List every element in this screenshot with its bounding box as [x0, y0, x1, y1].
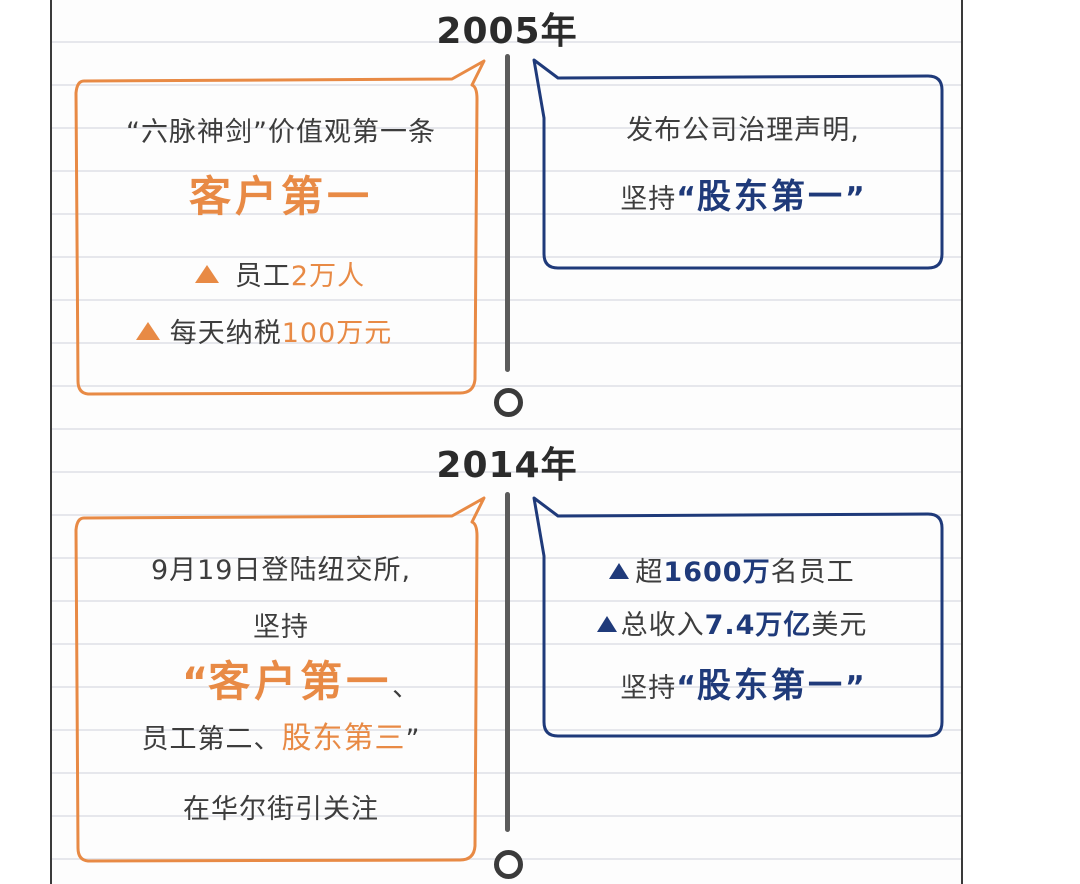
triangle-icon	[596, 616, 617, 632]
speech-bubble-2005-left	[74, 59, 486, 396]
total-revenue-row: 总收入7.4万亿美元	[526, 603, 938, 642]
insist-text: 坚持	[253, 612, 309, 643]
speech-bubble-2005-right	[532, 58, 944, 270]
shareholder-first-row: 坚持“股东第一”	[548, 658, 938, 707]
daily-tax-prefix: 每天纳税	[169, 318, 282, 349]
employee-second-row: 员工第二、股东第三”	[76, 713, 486, 757]
employee-second-text: 员工第二、	[141, 724, 282, 755]
open-quote: “	[181, 660, 209, 706]
daily-tax-row: 每天纳税100万元	[42, 311, 486, 350]
triangle-icon	[194, 265, 219, 283]
triangle-icon	[609, 563, 630, 579]
close-quote: ”	[845, 670, 866, 705]
ring-icon	[494, 850, 523, 879]
triangle-icon	[135, 322, 160, 340]
employee-count-row: 员工2万人	[74, 254, 486, 293]
close-quote: ”	[405, 724, 421, 755]
open-quote: “	[676, 181, 697, 216]
speech-bubble-2014-right	[532, 496, 944, 738]
insist-prefix: 坚持	[620, 673, 677, 704]
wall-street-attention-text: 在华尔街引关注	[183, 794, 379, 825]
shareholder-first-text: 股东第一	[697, 177, 845, 217]
year-2014-heading: 2014年	[436, 445, 578, 486]
text-2014-right: 超1600万名员工 总收入7.4万亿美元 坚持“股东第一”	[548, 550, 938, 707]
total-revenue-value: 7.4万亿	[704, 610, 812, 641]
employee-count-value: 2万人	[290, 261, 366, 292]
total-revenue-prefix: 总收入	[620, 610, 705, 641]
text-2014-left: 9月19日登陆纽交所, 坚持 “客户第一、 员工第二、股东第三” 在华尔街引关注	[76, 548, 486, 826]
governance-statement-text: 发布公司治理声明,	[626, 115, 860, 146]
customer-first-text: 客户第一	[188, 172, 373, 221]
customer-first-row: “客户第一、	[116, 648, 486, 709]
timeline-axis-segment-2014	[505, 492, 510, 832]
open-quote: “	[676, 670, 697, 705]
text-2005-right: 发布公司治理声明, 坚持“股东第一”	[548, 108, 938, 218]
nyse-listing-text: 9月19日登陆纽交所,	[150, 555, 412, 586]
year-2005-heading: 2005年	[436, 11, 578, 52]
shareholder-first-row: 坚持“股东第一”	[548, 169, 938, 218]
shareholder-first-text: 股东第一	[697, 666, 845, 706]
insist-prefix: 坚持	[620, 184, 677, 215]
daily-tax-value: 100万元	[281, 318, 393, 349]
ring-icon	[494, 388, 523, 417]
timeline-axis-segment-2005	[505, 54, 510, 372]
employee-count-value: 1600万	[663, 557, 771, 588]
speech-bubble-2014-left	[74, 496, 486, 863]
employee-count-suffix: 名员工	[770, 557, 855, 588]
values-first-rule-text: “六脉神剑”价值观第一条	[126, 117, 436, 148]
over-prefix: 超	[635, 557, 664, 588]
total-revenue-suffix: 美元	[811, 610, 868, 641]
employee-count-prefix: 员工	[234, 261, 291, 292]
shareholder-third-text: 股东第三	[281, 721, 406, 756]
comma-suffix: 、	[392, 672, 421, 703]
text-2005-left: “六脉神剑”价值观第一条 客户第一 员工2万人 每天纳税100万元	[76, 110, 486, 350]
employee-count-row: 超1600万名员工	[526, 550, 938, 589]
customer-first-text: 客户第一	[208, 657, 393, 706]
close-quote: ”	[845, 181, 866, 216]
